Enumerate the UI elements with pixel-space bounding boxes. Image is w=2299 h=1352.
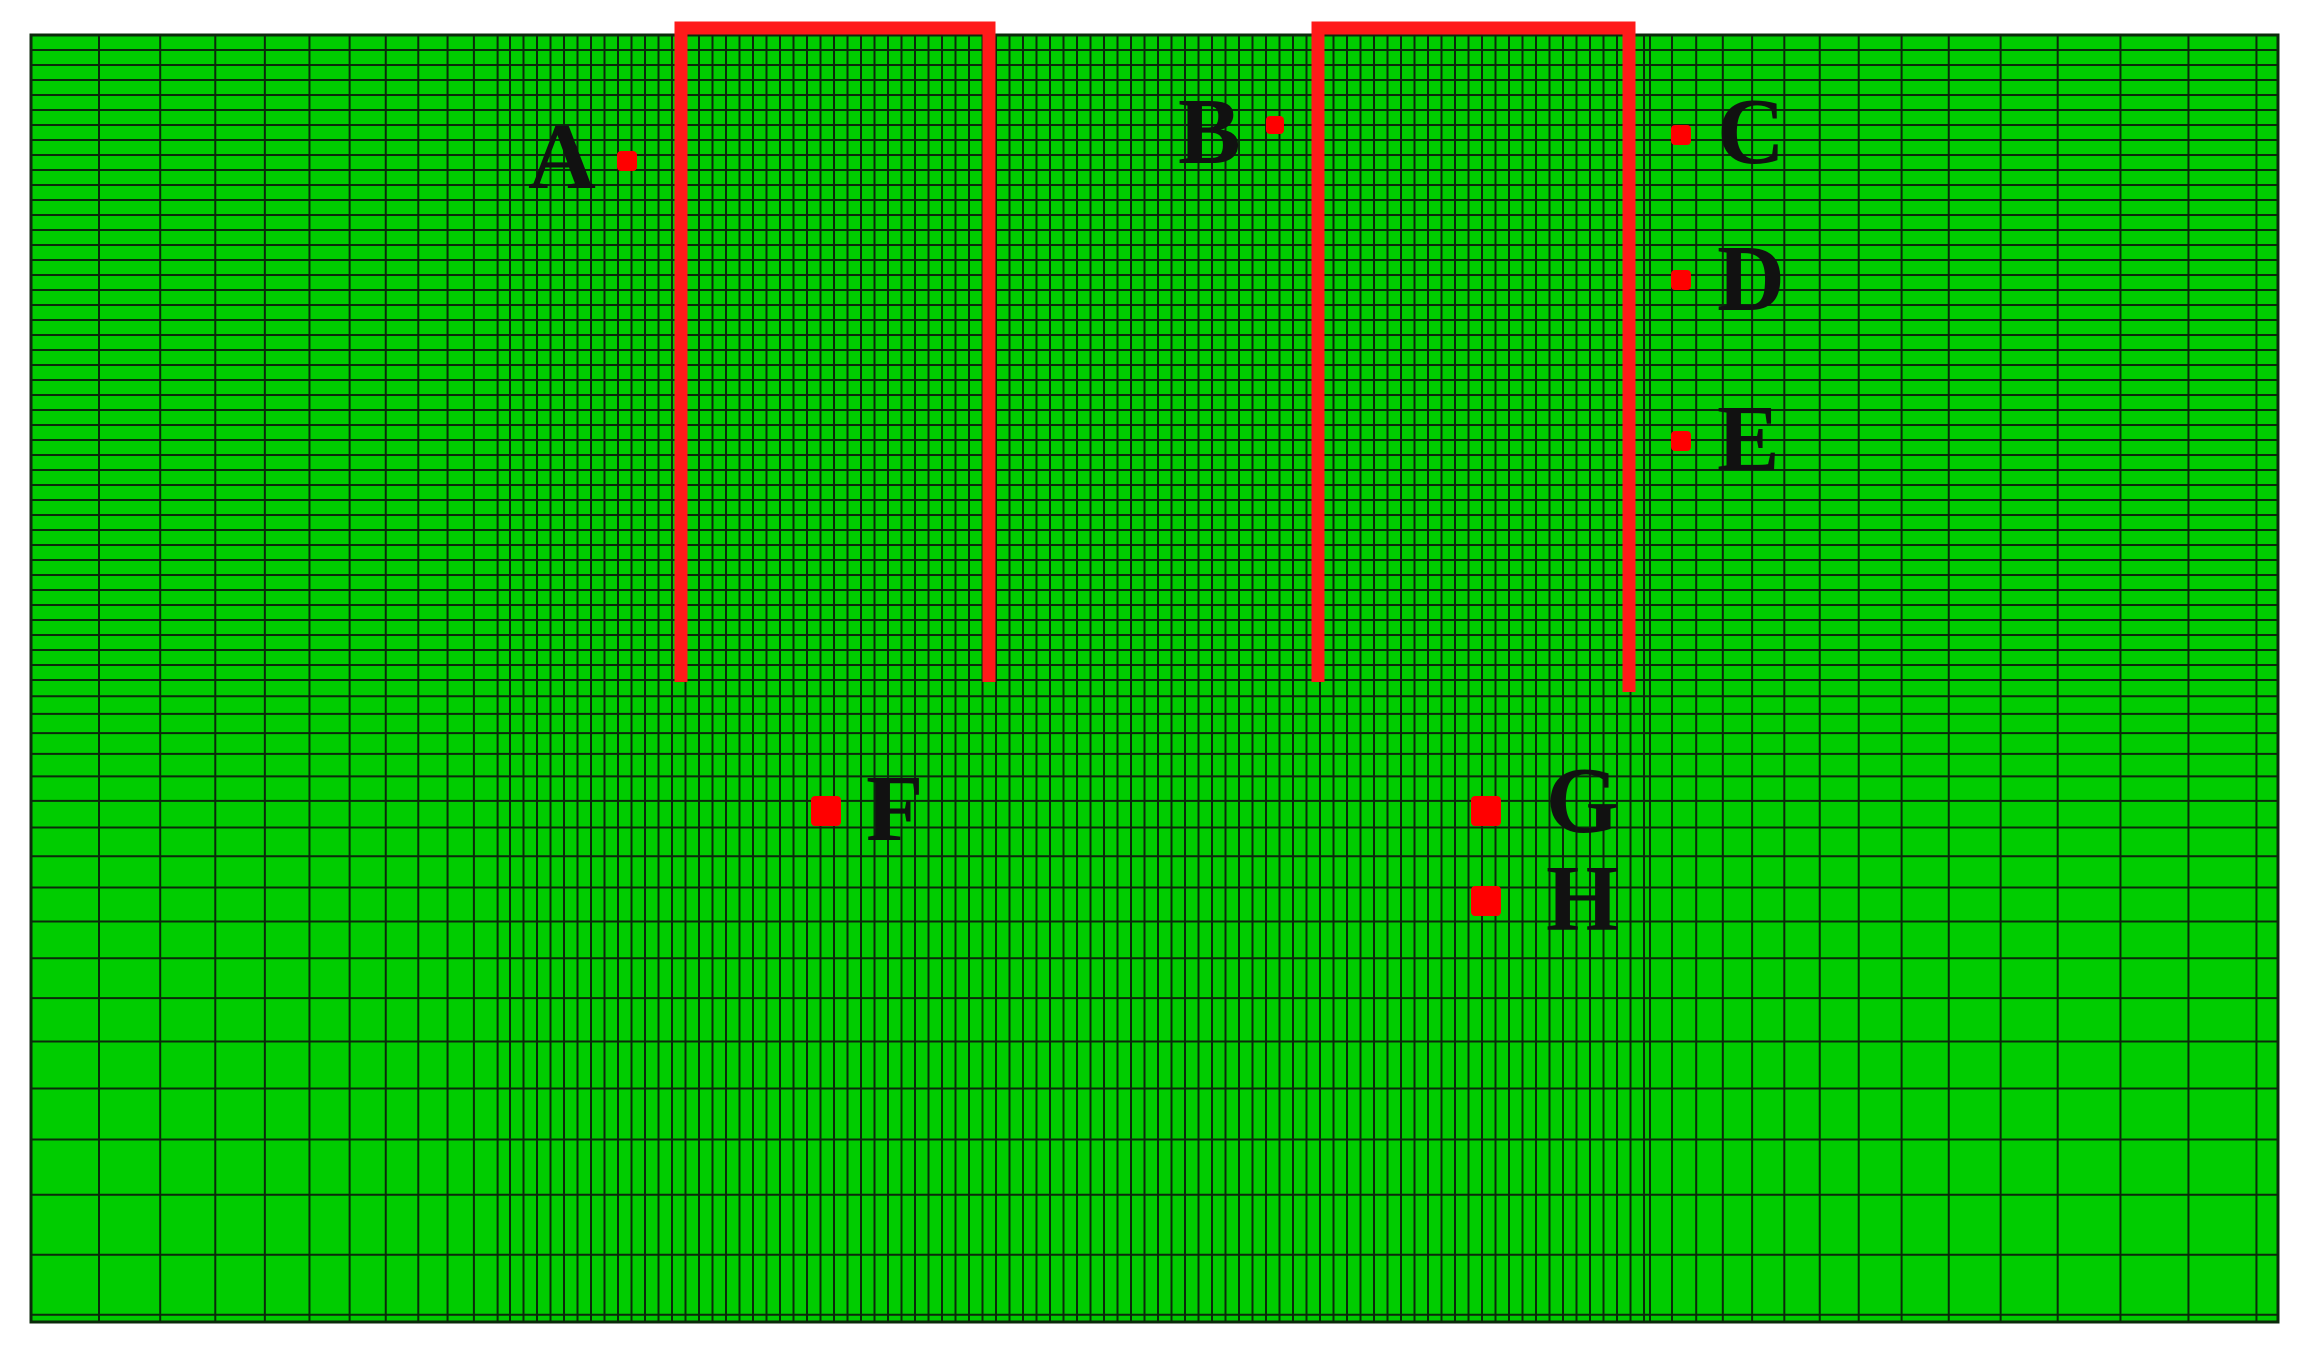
point-marker-a — [617, 151, 637, 171]
point-label-d: D — [1717, 227, 1785, 331]
point-label-e: E — [1717, 387, 1780, 491]
point-marker-g — [1471, 796, 1501, 826]
point-label-f: F — [866, 757, 923, 861]
mesh-vertical-lines — [98, 35, 2258, 1322]
red-structures — [674, 21, 1636, 692]
point-labels: A B C D E F G H — [528, 80, 1785, 951]
point-marker-h — [1471, 886, 1501, 916]
point-marker-d — [1671, 270, 1691, 290]
right-u-structure — [1311, 21, 1636, 692]
point-label-h: H — [1546, 847, 1619, 951]
point-marker-e — [1671, 431, 1691, 451]
point-label-c: C — [1717, 80, 1785, 184]
point-label-g: G — [1546, 749, 1619, 853]
monitoring-points — [617, 116, 1691, 916]
mesh-horizontal-lines — [31, 34, 2278, 1316]
point-marker-c — [1671, 125, 1691, 145]
point-label-b: B — [1178, 80, 1241, 184]
mesh-border — [29, 33, 2280, 1324]
mesh-domain — [29, 33, 2280, 1324]
point-marker-f — [811, 796, 841, 826]
left-u-structure — [674, 21, 996, 682]
point-label-a: A — [528, 105, 596, 209]
point-marker-b — [1266, 116, 1284, 134]
